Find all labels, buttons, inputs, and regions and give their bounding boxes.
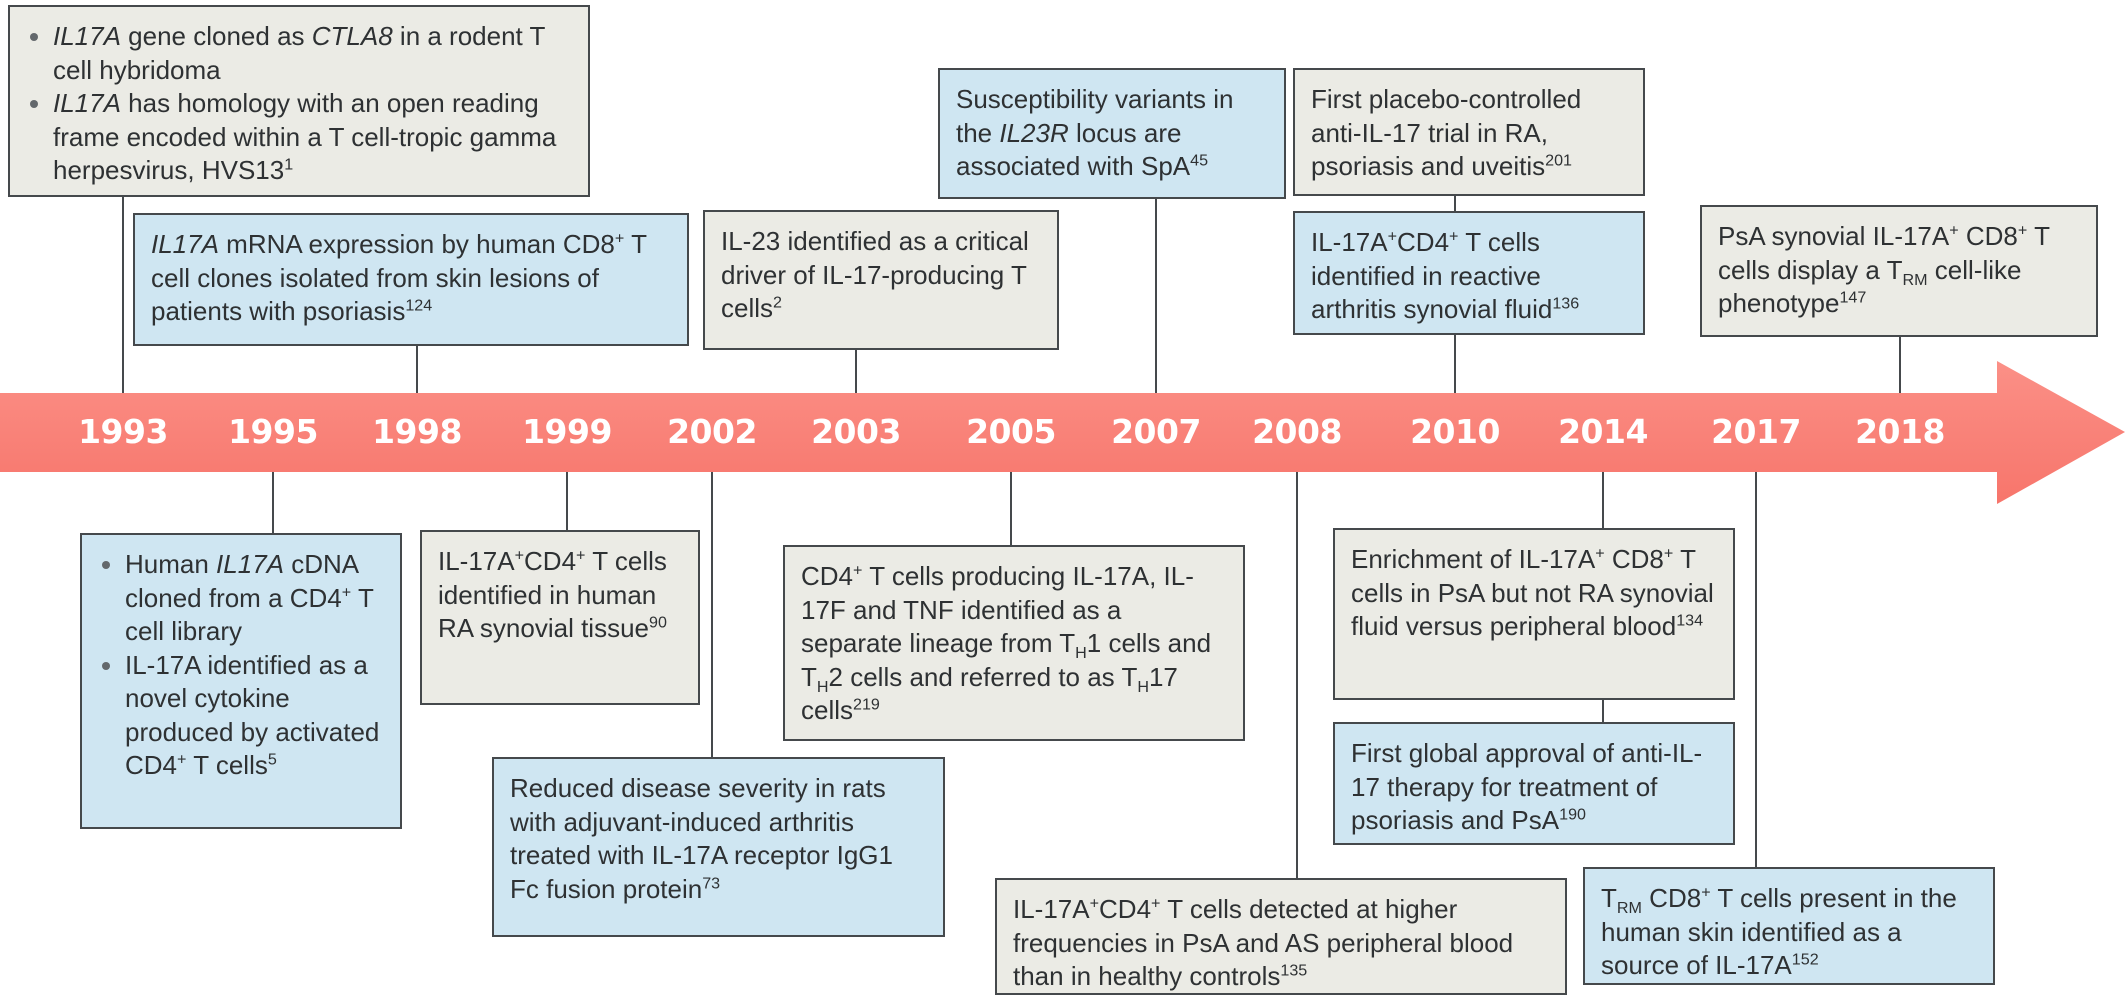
year-label-1995: 1995 [228, 412, 318, 451]
year-label-1999: 1999 [522, 412, 612, 451]
bullet-item: Human IL17A cDNA cloned from a CD4+ T ce… [125, 548, 384, 649]
event-box-1998-mrna-expression: IL17A mRNA expression by human CD8+ T ce… [133, 213, 689, 346]
year-label-2002: 2002 [667, 412, 757, 451]
connector-2010-upper [1454, 194, 1456, 213]
year-label-1998: 1998 [372, 412, 462, 451]
bullet-list: IL17A gene cloned as CTLA8 in a rodent T… [26, 20, 572, 188]
event-text: TRM CD8+ T cells present in the human sk… [1601, 883, 1957, 981]
connector-1998 [416, 346, 418, 393]
year-label-2007: 2007 [1111, 412, 1201, 451]
year-label-1993: 1993 [78, 412, 168, 451]
event-box-2017-trm-skin: TRM CD8+ T cells present in the human sk… [1583, 867, 1995, 985]
year-label-2008: 2008 [1252, 412, 1342, 451]
year-label-2005: 2005 [966, 412, 1056, 451]
connector-2018 [1899, 337, 1901, 393]
event-box-2018-psa-synovial: PsA synovial IL-17A+ CD8+ T cells displa… [1700, 205, 2098, 337]
year-label-2003: 2003 [811, 412, 901, 451]
event-text: IL-17A+CD4+ T cells identified in reacti… [1311, 227, 1580, 325]
event-box-2010-placebo-trial: First placebo-controlled anti-IL-17 tria… [1293, 68, 1645, 196]
connector-2014-upper [1602, 472, 1604, 528]
bullet-item: IL17A gene cloned as CTLA8 in a rodent T… [53, 20, 572, 87]
event-text: PsA synovial IL-17A+ CD8+ T cells displa… [1718, 221, 2050, 319]
event-text: Enrichment of IL-17A+ CD8+ T cells in Ps… [1351, 544, 1714, 642]
event-text: IL-17A+CD4+ T cells detected at higher f… [1013, 894, 1514, 992]
event-text: IL17A mRNA expression by human CD8+ T ce… [151, 229, 647, 327]
connector-1995 [272, 472, 274, 533]
bullet-item: IL-17A identified as a novel cytokine pr… [125, 649, 384, 783]
bullet-list: Human IL17A cDNA cloned from a CD4+ T ce… [98, 548, 384, 783]
connector-2007 [1155, 199, 1157, 393]
event-text: First placebo-controlled anti-IL-17 tria… [1311, 84, 1582, 182]
event-text: First global approval of anti-IL-17 ther… [1351, 738, 1703, 836]
connector-2014-lower [1602, 700, 1604, 722]
right-arrow-icon [0, 361, 2125, 504]
year-label-2018: 2018 [1855, 412, 1945, 451]
event-box-2010-reactive-arthritis: IL-17A+CD4+ T cells identified in reacti… [1293, 211, 1645, 335]
connector-2002 [711, 472, 713, 757]
connector-1993 [122, 193, 124, 393]
event-box-1999-ra-synovial: IL-17A+CD4+ T cells identified in human … [420, 530, 700, 705]
event-box-2005-th17-lineage: CD4+ T cells producing IL-17A, IL-17F an… [783, 545, 1245, 741]
event-box-1993-gene-cloned: IL17A gene cloned as CTLA8 in a rodent T… [8, 5, 590, 197]
year-label-2017: 2017 [1711, 412, 1801, 451]
year-label-2014: 2014 [1558, 412, 1648, 451]
event-box-2014-global-approval: First global approval of anti-IL-17 ther… [1333, 722, 1735, 845]
connector-2003 [855, 350, 857, 393]
event-box-2003-il23-driver: IL-23 identified as a critical driver of… [703, 210, 1059, 350]
connector-2005 [1010, 472, 1012, 545]
connector-2008 [1296, 472, 1298, 878]
connector-1999 [566, 472, 568, 530]
event-box-2008-higher-frequencies: IL-17A+CD4+ T cells detected at higher f… [995, 878, 1567, 995]
event-text: CD4+ T cells producing IL-17A, IL-17F an… [801, 561, 1212, 726]
event-text: Susceptibility variants in the IL23R loc… [956, 84, 1234, 182]
connector-2010-lower [1454, 335, 1456, 393]
event-text: IL-23 identified as a critical driver of… [721, 226, 1029, 324]
event-box-2002-rat-arthritis: Reduced disease severity in rats with ad… [492, 757, 945, 937]
event-text: Reduced disease severity in rats with ad… [510, 773, 893, 904]
event-box-1995-human-cdna: Human IL17A cDNA cloned from a CD4+ T ce… [80, 533, 402, 829]
event-box-2007-susceptibility-variants: Susceptibility variants in the IL23R loc… [938, 68, 1286, 199]
connector-2017 [1755, 472, 1757, 867]
bullet-item: IL17A has homology with an open reading … [53, 87, 572, 188]
year-label-2010: 2010 [1410, 412, 1500, 451]
event-box-2014-psa-enrichment: Enrichment of IL-17A+ CD8+ T cells in Ps… [1333, 528, 1735, 700]
event-text: IL-17A+CD4+ T cells identified in human … [438, 546, 667, 644]
